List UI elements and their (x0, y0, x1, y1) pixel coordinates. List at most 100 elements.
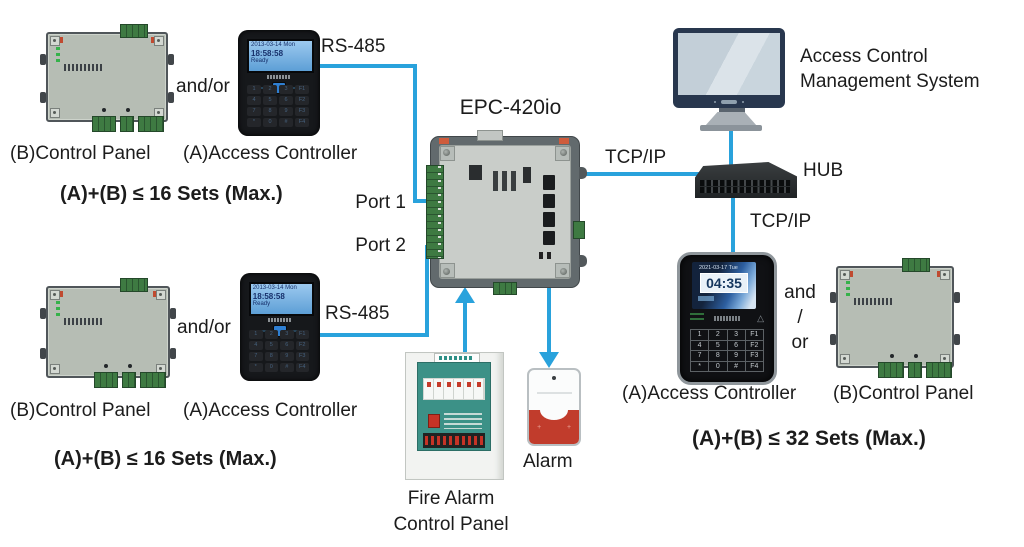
andor-label-bottom: and/or (177, 317, 231, 338)
brand-logo (267, 75, 291, 79)
terminal-block (926, 362, 952, 378)
screw (940, 270, 950, 280)
keypad-key: * (691, 361, 710, 372)
tcpip-line-hub-reader (731, 196, 735, 254)
lcd-screen: 2013-03-14 Mon 18:58:58 Ready (247, 39, 315, 73)
monitor-base (700, 125, 762, 131)
mount-ear (40, 348, 46, 359)
terminal-block (908, 362, 922, 378)
lcd-status: Ready (251, 58, 269, 64)
fire-panel-face (417, 362, 491, 451)
keypad-key: 8 (264, 352, 278, 361)
component (102, 108, 106, 112)
chip (469, 165, 482, 180)
component (126, 108, 130, 112)
keypad-key: 1 (249, 330, 263, 339)
brand-logo (64, 318, 102, 325)
line-monitor-hub (729, 126, 733, 166)
status-leds (846, 281, 850, 298)
screw (154, 36, 164, 46)
port2-label: Port 2 (355, 235, 406, 256)
and-label: and (784, 282, 816, 303)
component (547, 252, 551, 259)
rs485-line-bottom-vertical (425, 245, 429, 337)
rs485-line-top-vertical (413, 64, 417, 203)
monitor-mount (719, 108, 745, 114)
keypad-key: 4 (247, 96, 261, 105)
screw (840, 354, 850, 364)
slash-label: / (797, 307, 803, 328)
mount-ear (830, 292, 836, 303)
mount-ear (40, 308, 46, 319)
keypad-key: 3 (280, 330, 294, 339)
keypad-key: 0 (263, 118, 277, 127)
strobe-mark: + (566, 424, 571, 431)
screen-time: 04:35 (700, 273, 748, 293)
control-panel-label-right: (B)Control Panel (833, 383, 974, 404)
lcd-screen: 2013-03-14 Mon 18:58:58 Ready (248, 282, 315, 316)
andor-column-right: and / or (779, 280, 821, 355)
brand-logo (64, 64, 102, 71)
andor-label-top: and/or (176, 76, 230, 97)
component (104, 364, 108, 368)
indicator-row: △ (690, 313, 764, 325)
mount-ear (170, 348, 176, 359)
screw (50, 36, 60, 46)
limit-label-top-left: (A)+(B) ≤ 16 Sets (Max.) (60, 183, 283, 205)
alarm-led (552, 376, 556, 380)
screw (443, 268, 450, 275)
monitor-screen (678, 33, 780, 95)
brand-logo (854, 298, 892, 305)
status-leds (56, 47, 60, 64)
alarm-strobe: + + (529, 410, 579, 444)
keypad-key: 1 (691, 330, 710, 341)
screw (50, 108, 60, 118)
keypad-key: 7 (247, 107, 261, 116)
keypad-key: # (727, 361, 746, 372)
terminal-strip (426, 165, 444, 259)
keypad-key: F2 (295, 96, 309, 105)
mount-ear (40, 54, 46, 65)
arrow-up-icon (455, 287, 475, 303)
rs485-label-top: RS-485 (321, 36, 386, 57)
indicator-windows (423, 378, 485, 400)
keypad-key: 5 (263, 96, 277, 105)
terminal-block (138, 116, 164, 132)
component (559, 138, 569, 144)
lcd-time: 18:58:58 (252, 292, 285, 301)
touch-screen: 2021-03-17 Tue 04:35 (692, 262, 756, 309)
tcpip-label-top: TCP/IP (605, 147, 667, 168)
limit-label-bottom-left: (A)+(B) ≤ 16 Sets (Max.) (54, 448, 277, 470)
keypad-key: 8 (709, 351, 728, 362)
epc-420io-device (426, 130, 587, 295)
access-controller-label-right: (A)Access Controller (622, 383, 797, 404)
terminal-block (878, 362, 904, 378)
lcd-status: Ready (252, 301, 271, 307)
component (128, 364, 132, 368)
screen-date: 2021-03-17 Tue (699, 265, 738, 271)
screw (156, 290, 166, 300)
terminal-block (122, 372, 136, 388)
keypad-key: F4 (745, 361, 764, 372)
tcpip-label-right: TCP/IP (750, 211, 812, 232)
screw (50, 290, 60, 300)
mount-hook (579, 255, 587, 267)
lcd-date: 2013-03-14 Mon (252, 285, 297, 291)
management-system-line1: Access Control (800, 46, 928, 67)
control-panel-device-bottom-left (40, 278, 176, 388)
screw (840, 270, 850, 280)
top-tab (477, 130, 503, 141)
keypad-key: 5 (264, 341, 278, 350)
mount-ear (170, 308, 176, 319)
keypad-key: 2 (263, 85, 277, 94)
rs485-line-bottom-horizontal (316, 333, 429, 337)
lcd-date: 2013-03-14 Mon (251, 42, 296, 48)
mount-ear (954, 334, 960, 345)
keypad-key: 0 (709, 361, 728, 372)
keypad-key: 4 (691, 340, 710, 351)
control-panel-label-top-left: (B)Control Panel (10, 143, 151, 164)
